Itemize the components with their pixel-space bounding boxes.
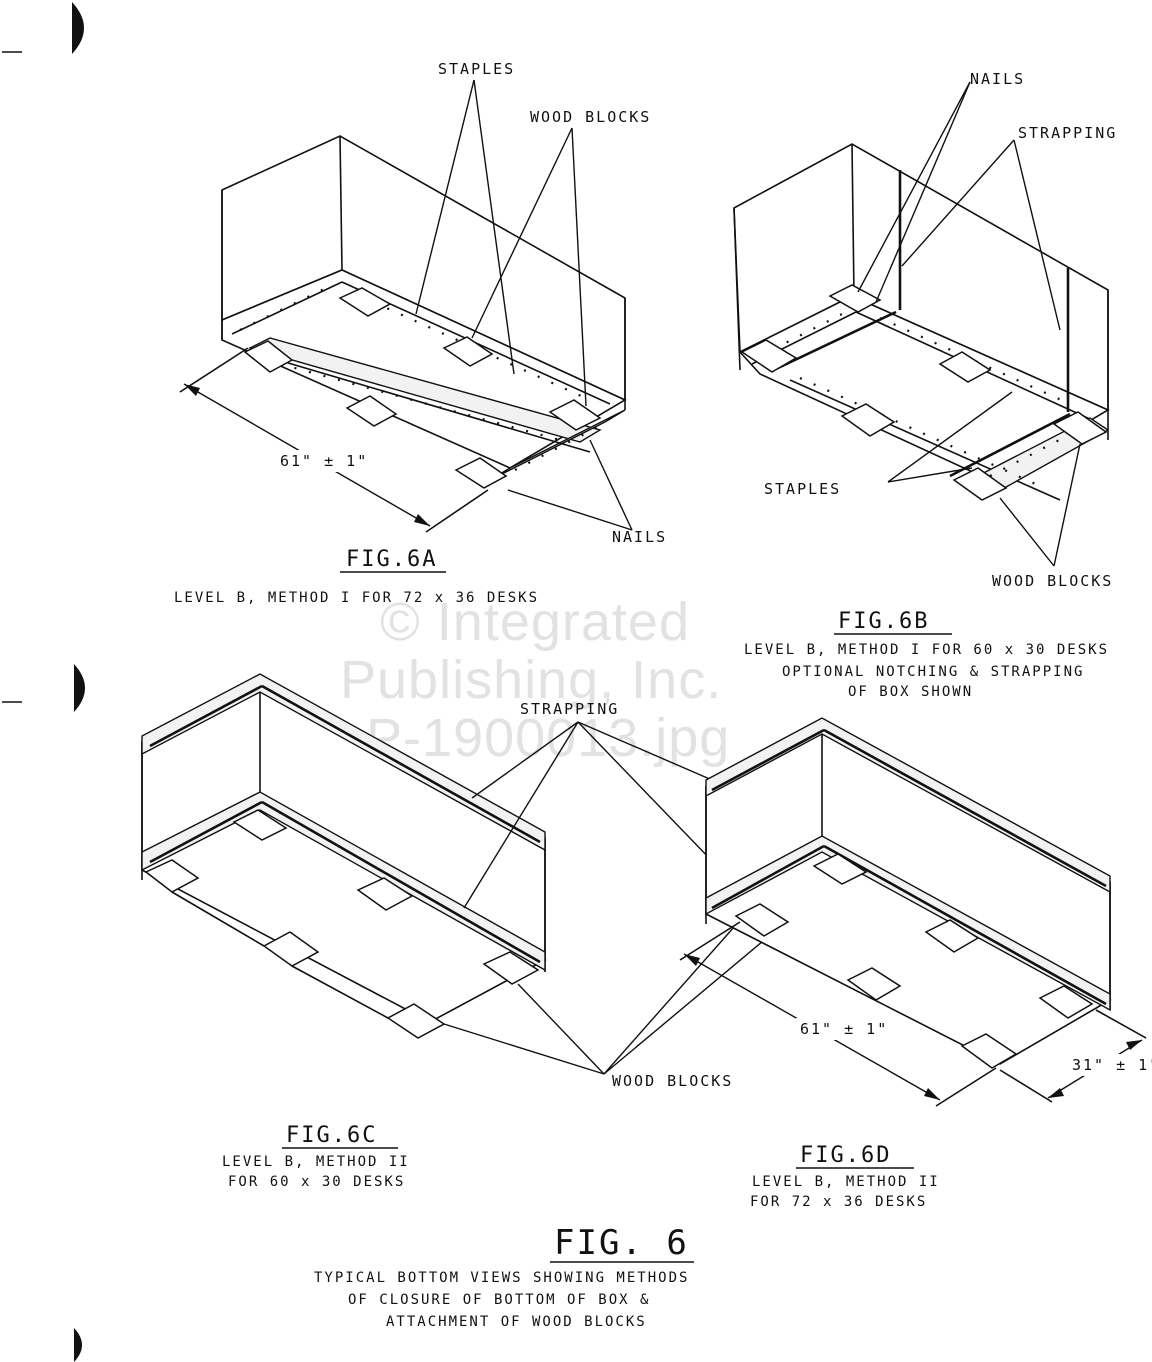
fig-6a-wood-block-5 — [454, 457, 508, 489]
fig-6a-leader-wood-blocks-2 — [571, 127, 587, 407]
fig-6d-wood-block-4 — [924, 919, 980, 953]
fig-6c-wood-block-6 — [482, 951, 540, 985]
fig-6d-wood-block-1 — [734, 903, 790, 937]
fig-6c-leader-wood-blocks-1 — [443, 1023, 605, 1075]
fig-6b-leader-strapping-1 — [901, 139, 1015, 267]
fig-6d-dim-width-arrow-end — [1048, 1088, 1064, 1098]
fig-6-title: FIG. 6 — [554, 1223, 689, 1263]
fig-6-caption-line-2: OF CLOSURE OF BOTTOM OF BOX & — [348, 1292, 650, 1308]
fig-6a-wood-block-2 — [338, 287, 392, 317]
binder-hole-bottom — [74, 1328, 82, 1362]
fig-6c-caption-line-1: LEVEL B, METHOD II — [222, 1154, 410, 1170]
fig-6d-wood-block-2 — [812, 853, 868, 885]
fig-6c-caption-line-2: FOR 60 x 30 DESKS — [228, 1174, 405, 1190]
fig-6-caption-line-1: TYPICAL BOTTOM VIEWS SHOWING METHODS — [314, 1270, 689, 1286]
fig-6b-strapping-bottom-2 — [949, 412, 1071, 478]
fig-6b-leader-strapping-2 — [1013, 139, 1061, 331]
fig-6b-leader-wood-blocks-1 — [999, 497, 1055, 567]
fig-6b-wood-block-1 — [740, 339, 798, 373]
fig-6c-leader-strapping-2 — [463, 721, 579, 909]
binder-hole-middle — [74, 664, 85, 712]
fig-6b-leader-staples-2 — [887, 467, 973, 483]
fig-6d-strapping-top — [705, 717, 1111, 894]
fig-6a-wood-block-3 — [345, 395, 398, 427]
fig-6b-label-staples: STAPLES — [764, 480, 841, 498]
fig-6b-title: FIG.6B — [838, 609, 929, 634]
watermark-line-2: Publishing, Inc. — [340, 650, 722, 710]
fig-6c-label-strapping: STRAPPING — [520, 700, 619, 718]
fig-6a-leader-wood-blocks-1 — [471, 127, 573, 339]
fig-6d-leader-strapping-1 — [577, 721, 713, 781]
fig-6a-label-nails: NAILS — [612, 528, 667, 546]
fig-6d-dim-arrow-start — [684, 954, 700, 966]
fig-6a-long-strip-front — [248, 337, 602, 443]
fig-6b-label-wood-blocks: WOOD BLOCKS — [992, 572, 1113, 590]
fig-6b-label-strapping: STRAPPING — [1018, 124, 1117, 142]
fig-6b-caption-line-2: OPTIONAL NOTCHING & STRAPPING — [782, 664, 1084, 680]
fig-6a-label-staples: STAPLES — [438, 60, 515, 78]
fig-6c-title: FIG.6C — [286, 1123, 377, 1148]
fig-6a-wood-block-6 — [548, 399, 602, 431]
fig-6d-dimension-width-label: 31" ± 1" — [1072, 1056, 1152, 1074]
fig-6b-wood-block-3 — [840, 403, 896, 437]
fig-6b-label-nails: NAILS — [970, 70, 1025, 88]
fig-6d-wood-block-5 — [960, 1033, 1018, 1069]
fig-6a-label-wood-blocks: WOOD BLOCKS — [530, 108, 651, 126]
fig-6a-staples-front — [279, 362, 561, 442]
fig-6a-leader-staples-2 — [473, 79, 515, 375]
fig-6a-short-strip — [489, 409, 626, 481]
fig-6a-leader-nails-1 — [507, 489, 633, 531]
fig-6a-dim-arrow-start — [184, 384, 200, 396]
fig-6d-wood-block-6 — [1038, 985, 1094, 1019]
fig-6a-staples-side — [239, 285, 331, 331]
fig-6b-wood-block-2 — [828, 284, 882, 313]
fig-6c-wood-block-3 — [262, 931, 320, 967]
fig-6b-leader-nails-2 — [875, 81, 971, 303]
fig-6c-wood-block-2 — [232, 809, 288, 841]
fig-6d-caption-line-2: FOR 72 x 36 DESKS — [750, 1194, 927, 1210]
fig-6c-label-wood-blocks: WOOD BLOCKS — [612, 1072, 733, 1090]
fig-6d-dim-arrow-end — [924, 1088, 940, 1100]
fig-6b-caption-line-3: OF BOX SHOWN — [848, 684, 973, 700]
fig-6d-dim-width-arrow-start — [1126, 1040, 1142, 1050]
fig-6-caption-block: FIG. 6 TYPICAL BOTTOM VIEWS SHOWING METH… — [314, 1223, 694, 1330]
fig-6-caption-line-3: ATTACHMENT OF WOOD BLOCKS — [386, 1314, 647, 1330]
fig-6d-title: FIG.6D — [800, 1143, 891, 1168]
fig-6c-wood-block-4 — [356, 877, 414, 911]
binder-hole-top — [72, 2, 84, 54]
fig-6a-wood-block-1 — [243, 340, 294, 373]
fig-6b-leader-staples-1 — [887, 391, 1013, 483]
fig-6c-leader-strapping-1 — [471, 721, 579, 799]
fig-6c-wood-block-1 — [144, 859, 200, 893]
fig-6d-strapping-bottom — [705, 835, 1111, 1012]
fig-6d-caption-line-1: LEVEL B, METHOD II — [752, 1174, 940, 1190]
fig-6a-staples-back — [359, 294, 591, 402]
fig-6a-dimension-label: 61" ± 1" — [280, 452, 368, 470]
fig-6a-title: FIG.6A — [346, 547, 437, 572]
fig-6b-wood-block-5 — [952, 467, 1008, 501]
fig-6a-wood-block-4 — [442, 336, 494, 367]
fig-6b-caption-line-1: LEVEL B, METHOD I FOR 60 x 30 DESKS — [744, 642, 1109, 658]
watermark-line-1: © Integrated — [380, 592, 690, 652]
fig-6a-leader-staples-1 — [415, 79, 475, 315]
fig-6a: 61" ± 1" STAPLES WOOD BLOCKS NAILS FIG.6… — [174, 60, 667, 606]
fig-6a-dim-arrow-end — [414, 514, 430, 526]
fig-6d-leader-wood-blocks-1 — [603, 917, 743, 1075]
fig-6c-strapping-bottom — [141, 791, 546, 972]
binder-marks — [2, 2, 85, 1362]
fig-6d: 61" ± 1" 31" ± 1" FIG.6D LEVEL B, METHOD… — [679, 717, 1152, 1210]
fig-6d-dimension-length-label: 61" ± 1" — [800, 1020, 888, 1038]
fig-6b: NAILS STRAPPING STAPLES WOOD BLOCKS FIG.… — [733, 70, 1117, 700]
fig-6c-strapping-top — [141, 673, 546, 852]
fig-6b-wood-block-6 — [1052, 411, 1108, 445]
fig-6b-wood-block-4 — [938, 351, 992, 383]
fig-6b-leader-nails-1 — [857, 81, 971, 293]
fig-6c-leader-wood-blocks-2 — [517, 983, 605, 1075]
fig-6a-staples-end — [514, 425, 601, 471]
fig-6b-leader-wood-blocks-2 — [1053, 443, 1081, 567]
fig-6a-caption: LEVEL B, METHOD I FOR 72 x 36 DESKS — [174, 590, 539, 606]
fig-6d-wood-block-3 — [846, 967, 902, 1001]
fig-6a-leader-nails-2 — [589, 439, 633, 531]
